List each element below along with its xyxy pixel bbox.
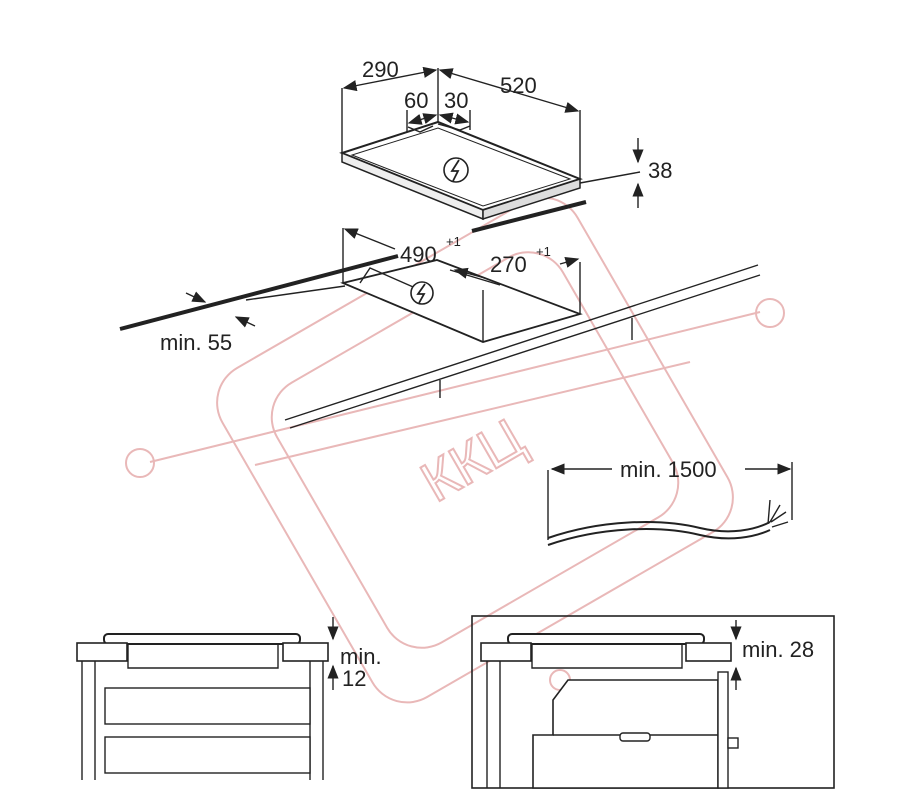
watermark-text: ККЦ <box>410 406 534 514</box>
side-view-left: min. 12 <box>76 617 382 780</box>
hob-top-view: 290 520 60 30 38 <box>339 57 672 221</box>
dim-hob-width: 290 <box>362 57 399 82</box>
side-view-right: min. 28 <box>471 615 835 789</box>
dim-min-gap-line2: 12 <box>342 666 366 691</box>
dim-hob-height: 38 <box>648 158 672 183</box>
dim-cutout-depth-tol: +1 <box>536 244 551 259</box>
dim-hob-depth: 520 <box>500 73 537 98</box>
dim-offset-left: 60 <box>404 88 428 113</box>
dim-min-gap-oven: min. 28 <box>742 637 814 662</box>
dim-cable-length: min. 1500 <box>620 457 717 482</box>
dim-min-front: min. 55 <box>160 330 232 355</box>
power-cable: min. 1500 <box>547 457 793 546</box>
dim-offset-right: 30 <box>444 88 468 113</box>
worktop-cutout: 490 +1 270 +1 min. 55 <box>119 200 761 429</box>
dim-cutout-width: 490 <box>400 242 437 267</box>
electrical-warning-icon <box>410 281 434 305</box>
dim-cutout-depth: 270 <box>490 252 527 277</box>
electrical-warning-icon <box>443 157 469 183</box>
dim-cutout-width-tol: +1 <box>446 234 461 249</box>
dim-min-gap-line1: min. <box>340 644 382 669</box>
